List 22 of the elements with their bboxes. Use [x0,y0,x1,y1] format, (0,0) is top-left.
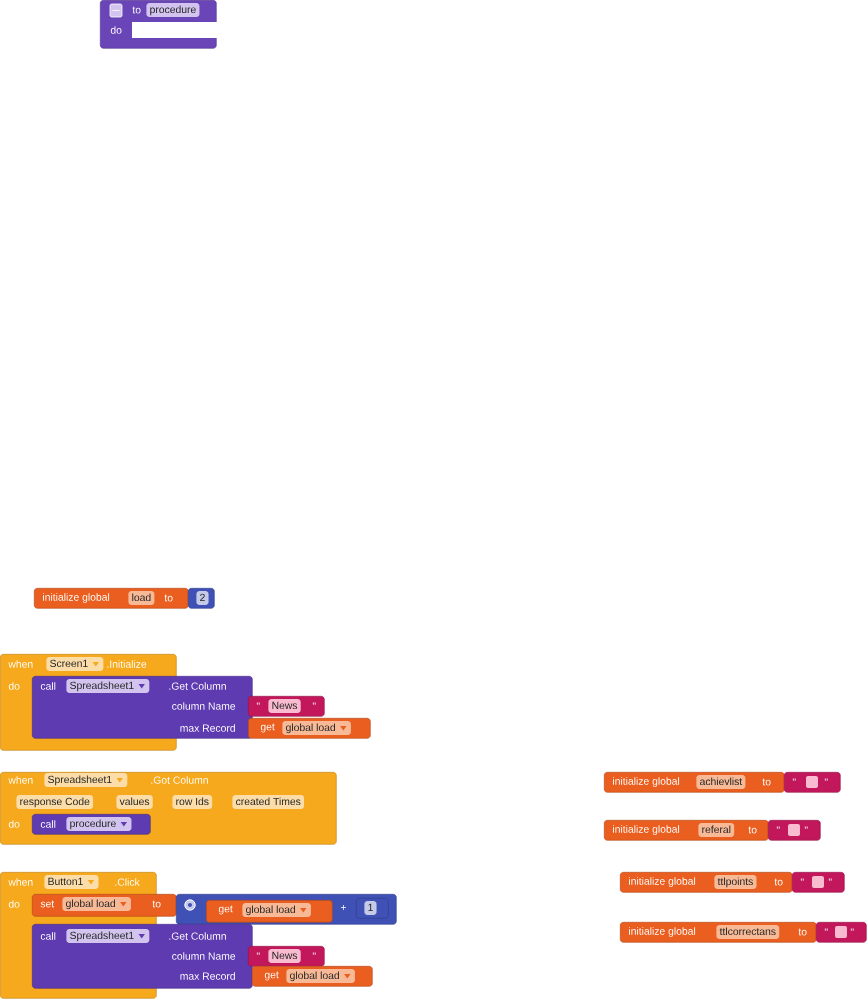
method-call-block [32,924,253,989]
getter-block [252,966,373,987]
text-block [248,696,325,717]
setter-block [32,894,177,917]
text-block [248,946,325,967]
method-call-block [32,676,253,739]
number-block [188,588,215,609]
variable-block [620,922,817,943]
variable-block [604,820,769,841]
variable-block [34,588,189,609]
procedure-block [100,0,217,49]
getter-block [248,718,371,739]
event-block [0,772,337,845]
text-block [784,772,841,793]
text-block [768,820,821,841]
method-call-block [32,814,151,835]
variable-block [604,772,785,793]
variable-block [620,872,793,893]
text-block [792,872,845,893]
number-block [356,898,389,919]
text-block [816,922,867,943]
getter-block [206,900,333,923]
